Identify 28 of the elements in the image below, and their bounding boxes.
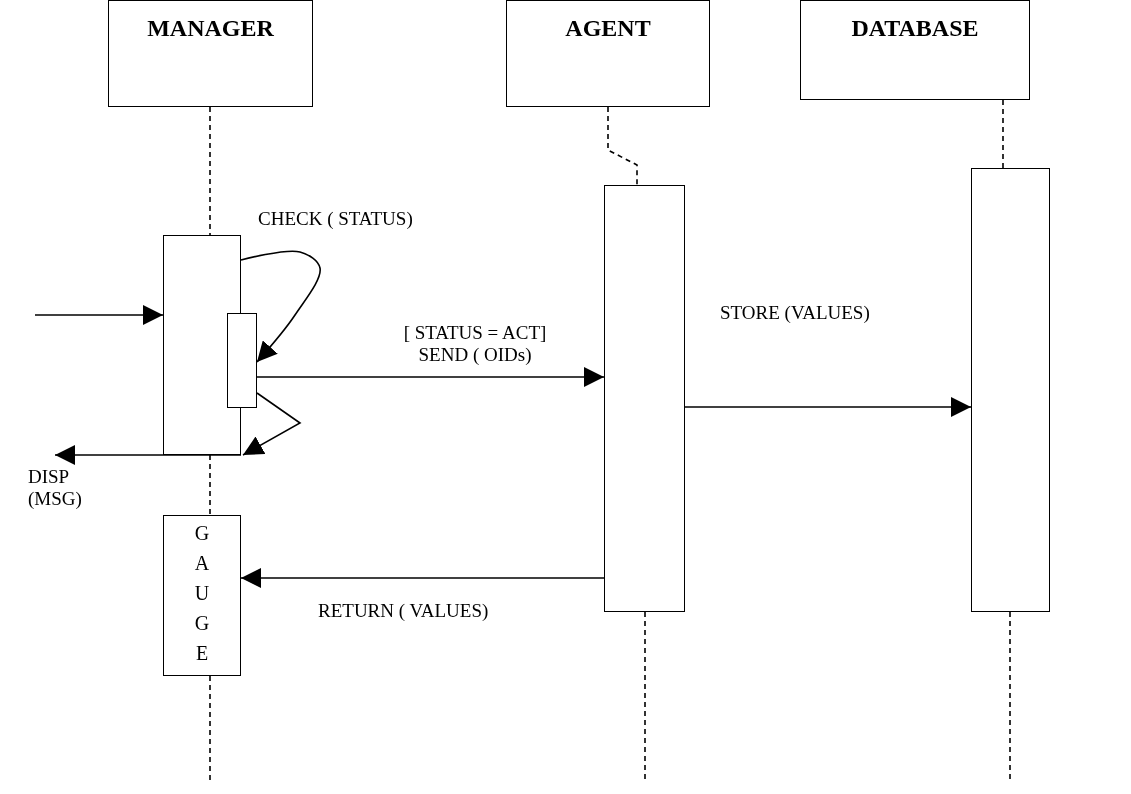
lifeline (1009, 611, 1011, 781)
lifeline-header-box (506, 0, 710, 107)
message-arrow (240, 250, 321, 363)
lifeline-header-box (800, 0, 1030, 100)
participant-name: AGENT (565, 15, 651, 42)
activation-bar (227, 313, 257, 408)
participant-name: MANAGER (147, 15, 274, 42)
activation-bar (971, 168, 1050, 612)
activation-label: GAUGE (193, 521, 211, 666)
activation-bar (604, 185, 685, 612)
lifeline (607, 106, 638, 186)
lifeline (209, 106, 211, 236)
activation-box (163, 515, 241, 676)
lifeline (209, 454, 211, 516)
lifeline (1002, 99, 1004, 169)
message-label: STORE (VALUES) (720, 302, 870, 324)
participant-name: DATABASE (851, 15, 979, 42)
message-label: CHECK ( STATUS) (258, 208, 413, 230)
message-arrow (242, 392, 302, 456)
message-arrow (256, 367, 605, 387)
lifeline-header-box (108, 0, 313, 107)
message-arrow (240, 568, 605, 588)
lifeline (644, 611, 646, 781)
activation-bar (163, 235, 241, 455)
message-label: RETURN ( VALUES) (318, 600, 489, 622)
lifeline (209, 675, 211, 781)
message-arrow (34, 305, 164, 325)
message-arrow (684, 397, 972, 417)
